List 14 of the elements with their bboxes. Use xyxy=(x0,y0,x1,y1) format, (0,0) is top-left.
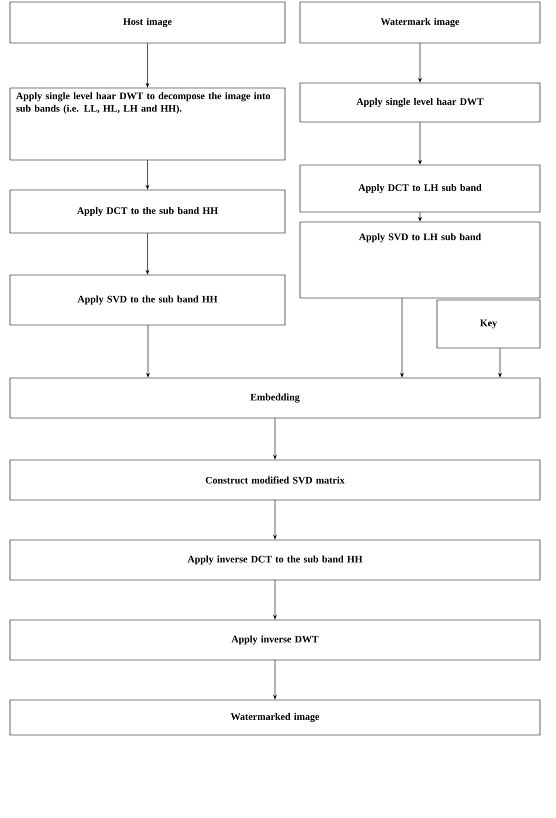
process-box: Apply DCT to the sub band HH xyxy=(10,190,286,234)
process-box: Watermark image xyxy=(300,2,540,44)
process-box: Apply DCT to LH sub band xyxy=(300,164,540,212)
process-box: Host image xyxy=(10,2,286,44)
process-box: Apply single level haar DWT xyxy=(300,82,540,122)
process-box: Apply single level haar DWT to decompose the image into sub bands (i.e. LL, HL, LH and HH). xyxy=(10,88,286,160)
process-box: Apply inverse DCT to the sub band HH xyxy=(10,540,540,580)
process-box: Apply SVD to the sub band HH xyxy=(10,274,286,326)
process-box: Apply inverse DWT xyxy=(10,620,540,660)
process-box: Embedding xyxy=(10,378,540,418)
process-box: Watermarked image xyxy=(10,700,540,736)
process-box: Key xyxy=(436,300,540,348)
process-box: Apply SVD to LH sub band xyxy=(300,222,540,298)
process-box: Construct modified SVD matrix xyxy=(10,460,540,500)
